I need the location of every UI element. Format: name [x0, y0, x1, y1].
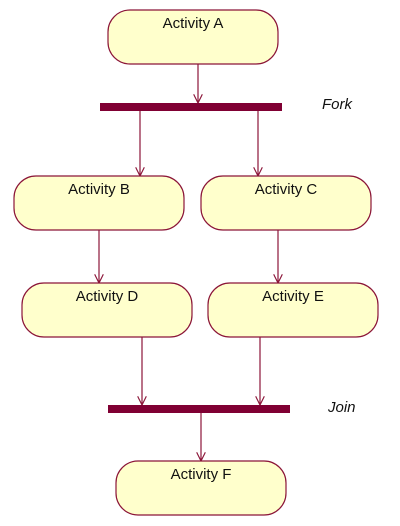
nodes-layer: Activity A Activity B Activity C Activity D…: [13, 9, 379, 516]
activity-a-label: Activity A: [163, 15, 224, 32]
activity-c-label: Activity C: [255, 181, 318, 198]
join-label: Join: [327, 399, 356, 416]
activity-e-label: Activity E: [262, 288, 324, 305]
edges-layer: [99, 64, 278, 461]
fork-bar: [100, 103, 282, 111]
activity-a-shape: [107, 9, 279, 65]
join-bar: [108, 405, 290, 413]
fork-label: Fork: [322, 96, 354, 113]
activity-b-shape: [13, 175, 185, 231]
activity-c-node: Activity C: [200, 175, 372, 231]
activity-e-node: Activity E: [207, 282, 379, 338]
activity-c-shape: [200, 175, 372, 231]
activity-d-node: Activity D: [21, 282, 193, 338]
activity-b-node: Activity B: [13, 175, 185, 231]
activity-d-shape: [21, 282, 193, 338]
activity-f-node: Activity F: [115, 460, 287, 516]
activity-f-shape: [115, 460, 287, 516]
activity-a-node: Activity A: [107, 9, 279, 65]
activity-d-label: Activity D: [76, 288, 139, 305]
activity-e-shape: [207, 282, 379, 338]
activity-b-label: Activity B: [68, 181, 130, 198]
activity-f-label: Activity F: [171, 466, 232, 483]
